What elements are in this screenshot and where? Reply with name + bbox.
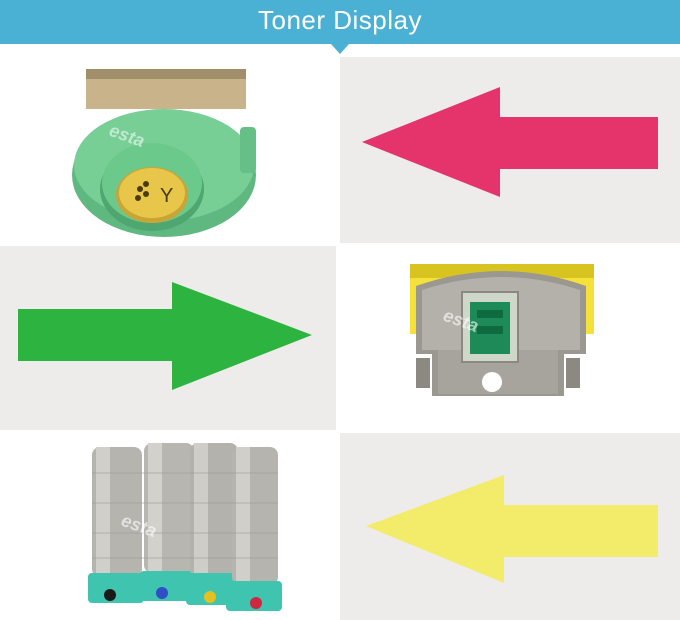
magenta-arrow-left-icon: [362, 87, 658, 197]
photo-toner-cap-yellow: Y esta: [0, 57, 336, 243]
banner-pointer: [331, 44, 349, 54]
arrow-panel-2: [0, 246, 336, 430]
cartridge-color-label: Y: [160, 185, 173, 207]
yellow-arrow-left-icon: [366, 475, 658, 583]
arrow-panel-1: [340, 57, 680, 243]
arrow-panel-3: [340, 433, 680, 620]
photo-toner-set: esta: [0, 433, 336, 620]
photo-toner-chip: esta: [340, 246, 680, 430]
header-banner: [0, 0, 680, 44]
page-title: Toner Display: [257, 5, 422, 35]
green-arrow-right-icon: [18, 282, 312, 390]
